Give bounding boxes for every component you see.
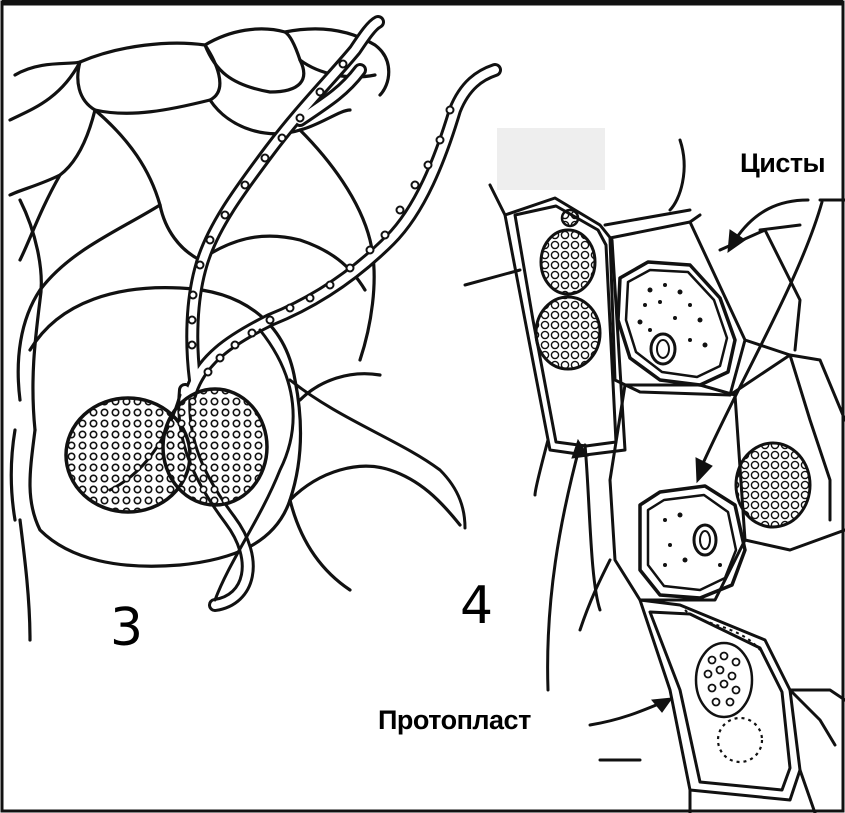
cysts xyxy=(618,262,745,598)
protoplast-label: Протопласт xyxy=(378,707,531,734)
figure-label-4: 4 xyxy=(460,580,493,632)
sporangia xyxy=(66,389,267,512)
figure-label-3: 3 xyxy=(110,602,143,654)
cysts-label: Цисты xyxy=(740,150,825,177)
blank-patch xyxy=(497,128,605,190)
